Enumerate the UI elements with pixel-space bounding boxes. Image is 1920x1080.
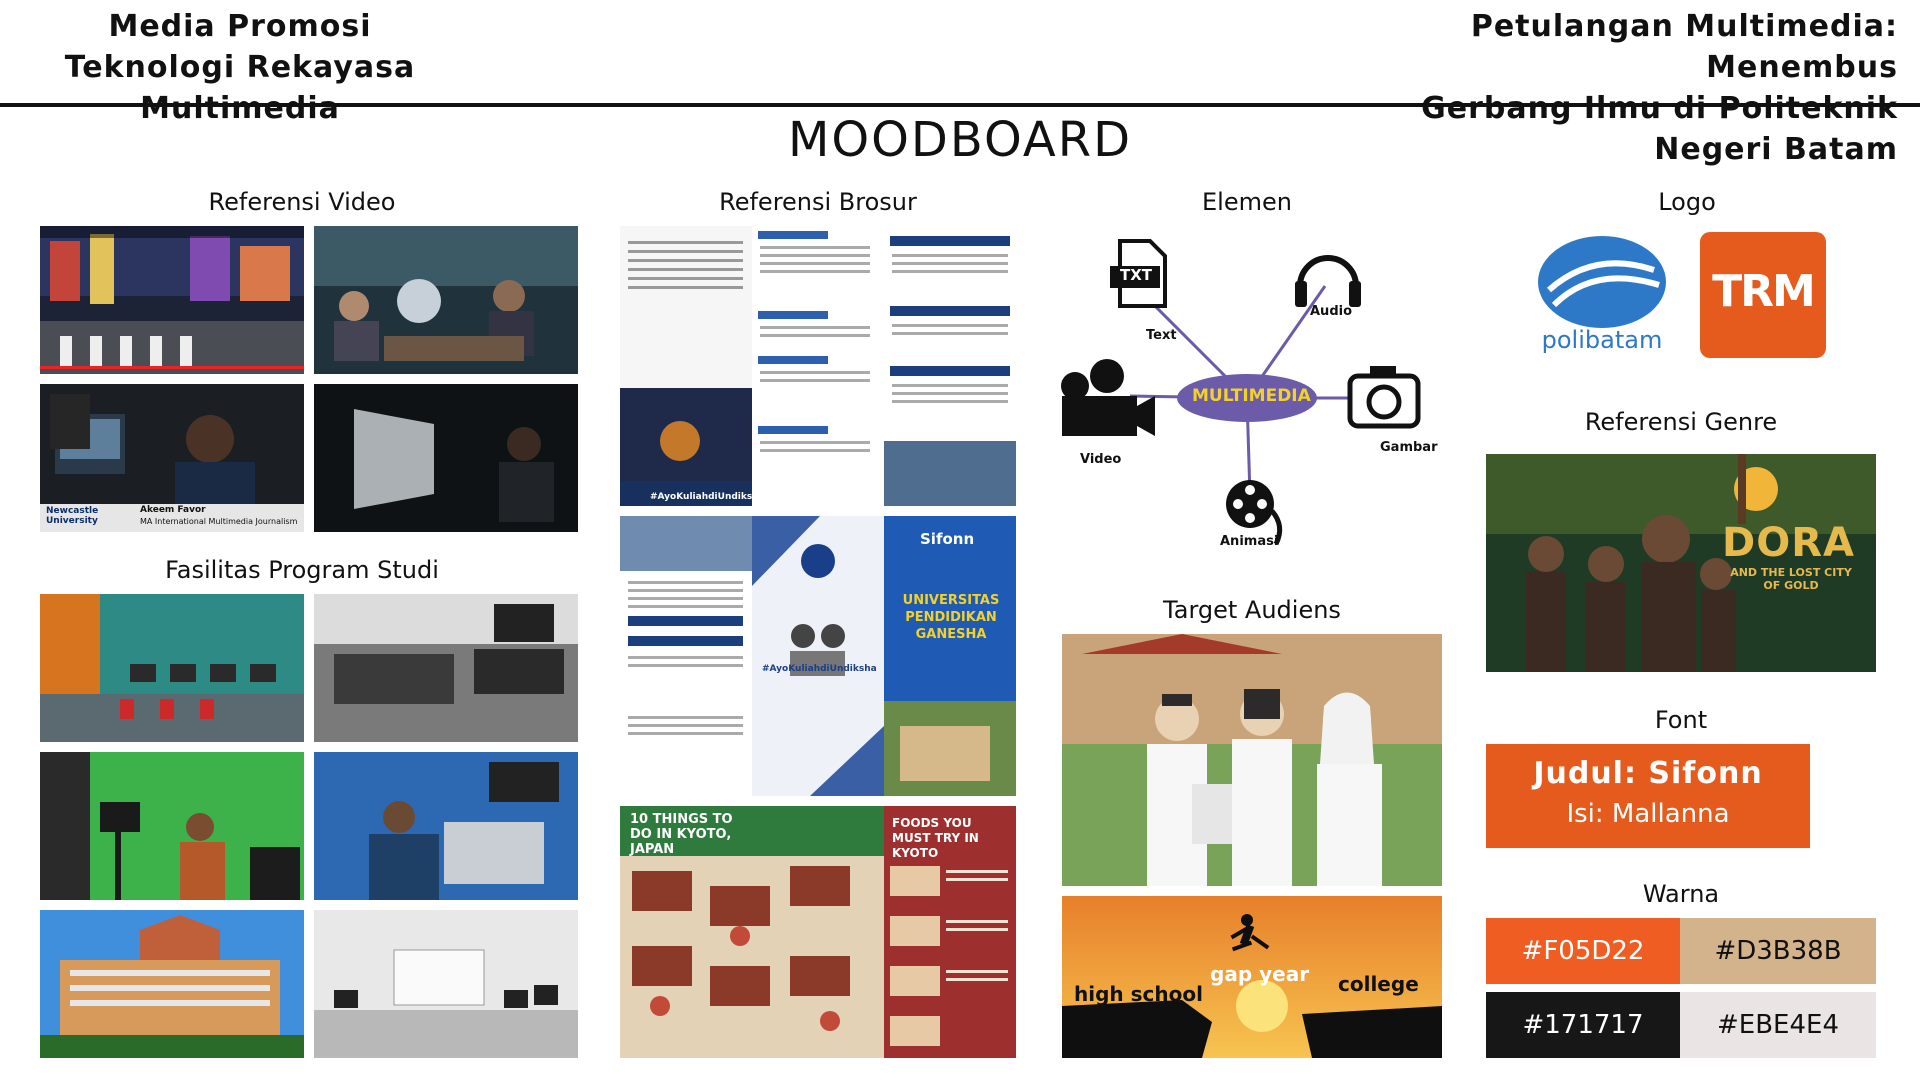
brosur3-right-title: FOODS YOU MUST TRY IN KYOTO xyxy=(892,816,979,860)
brosur2-brand: Sifonn xyxy=(920,530,975,548)
header-right: Petulangan Multimedia: Menembus Gerbang … xyxy=(1292,6,1920,170)
target-gap-year-image: high school gap year college xyxy=(1062,896,1442,1058)
color-swatch-primary-label: #F05D22 xyxy=(1521,936,1645,966)
section-title-fasilitas: Fasilitas Program Studi xyxy=(165,556,439,584)
section-title-warna: Warna xyxy=(1642,880,1720,908)
header-left: Media Promosi Teknologi Rekayasa Multime… xyxy=(0,6,480,129)
fasilitas-audio-mixer xyxy=(314,594,578,742)
target-label-highschool: high school xyxy=(1074,982,1203,1006)
fasilitas-lab-computer xyxy=(40,594,304,742)
font-sample-box: Judul: Sifonn Isi: Mallanna xyxy=(1486,744,1810,848)
video-thumb-city xyxy=(40,226,304,374)
polibatam-logo-text: polibatam xyxy=(1541,326,1663,354)
color-swatch-dark: #171717 xyxy=(1486,992,1680,1058)
brosur1-footer: #AyoKuliahdiUndiksha xyxy=(650,492,765,502)
brosur2-title: UNIVERSITAS PENDIDIKAN GANESHA xyxy=(902,593,1000,642)
fasilitas-campus-building xyxy=(40,910,304,1058)
target-students-photo xyxy=(1062,634,1442,886)
video-caption-degree: MA International Multimedia Journalism xyxy=(140,517,298,526)
genre-dora-poster: DORA AND THE LOST CITY OF GOLD xyxy=(1486,454,1876,672)
elemen-node-gambar: Gambar xyxy=(1380,440,1438,455)
elemen-mindmap: MULTIMEDIA TXT Text Audio Video Gambar A… xyxy=(1050,226,1444,556)
section-title-video: Referensi Video xyxy=(208,188,396,216)
section-title-font: Font xyxy=(1654,706,1708,734)
video-thumb-interview: Newcastle University Akeem Favor MA Inte… xyxy=(40,384,304,532)
color-swatch-dark-label: #171717 xyxy=(1522,1010,1644,1040)
brosur-undiksha-2: Sifonn UNIVERSITAS PENDIDIKAN GANESHA #A… xyxy=(620,516,1016,796)
brosur-undiksha-1: #AyoKuliahdiUndiksha xyxy=(620,226,1016,506)
section-title-brosur: Referensi Brosur xyxy=(719,188,917,216)
font-judul: Judul: Sifonn xyxy=(1533,756,1763,791)
genre-subtitle: AND THE LOST CITY OF GOLD xyxy=(1730,566,1852,592)
header-right-line1: Petulangan Multimedia: Menembus xyxy=(1470,9,1898,85)
fasilitas-greenscreen xyxy=(40,752,304,900)
text-file-icon xyxy=(1110,239,1167,308)
video-thumb-studio xyxy=(314,384,578,532)
fasilitas-classroom xyxy=(314,910,578,1058)
video-caption-uni: Newcastle University xyxy=(46,506,99,526)
elemen-node-audio: Audio xyxy=(1310,304,1353,319)
brosur2-tag: #AyoKuliahdiUndiksha xyxy=(762,664,877,674)
header-divider xyxy=(0,103,1920,107)
color-swatch-light: #EBE4E4 xyxy=(1680,992,1876,1058)
section-title-elemen: Elemen xyxy=(1202,188,1292,216)
genre-title: DORA xyxy=(1722,520,1855,566)
section-title-logo: Logo xyxy=(1658,188,1716,216)
color-swatch-primary: #F05D22 xyxy=(1486,918,1680,984)
section-title-target: Target Audiens xyxy=(1163,596,1341,624)
brosur-kyoto: 10 THINGS TO DO IN KYOTO, JAPAN FOODS YO… xyxy=(620,806,1016,1058)
target-label-gapyear: gap year xyxy=(1210,962,1310,986)
section-title-genre: Referensi Genre xyxy=(1584,408,1778,436)
trm-logo: TRM xyxy=(1700,232,1826,358)
header-left-line1: Media Promosi xyxy=(108,9,372,44)
header-left-line2: Teknologi Rekayasa Multimedia xyxy=(64,50,416,126)
trm-logo-text: TRM xyxy=(1712,266,1816,317)
elemen-center: MULTIMEDIA xyxy=(1192,386,1311,406)
color-swatch-secondary-label: #D3B38B xyxy=(1714,936,1842,966)
video-thumb-classroom xyxy=(314,226,578,374)
elemen-txt-icon-label: TXT xyxy=(1119,266,1153,284)
page-title: MOODBOARD xyxy=(787,112,1133,168)
elemen-node-text: Text xyxy=(1146,328,1177,343)
elemen-node-video: Video xyxy=(1080,452,1122,467)
polibatam-logo: polibatam xyxy=(1534,230,1670,360)
header-right-line2: Gerbang Ilmu di Politeknik Negeri Batam xyxy=(1421,91,1898,167)
video-caption-name: Akeem Favor xyxy=(140,505,206,515)
fasilitas-editing xyxy=(314,752,578,900)
elemen-node-animasi: Animasi xyxy=(1220,534,1279,549)
brosur3-left-title: 10 THINGS TO DO IN KYOTO, JAPAN xyxy=(630,812,733,857)
color-swatch-secondary: #D3B38B xyxy=(1680,918,1876,984)
target-label-college: college xyxy=(1338,972,1419,996)
color-swatch-light-label: #EBE4E4 xyxy=(1717,1010,1839,1040)
font-isi: Isi: Mallanna xyxy=(1566,799,1730,829)
